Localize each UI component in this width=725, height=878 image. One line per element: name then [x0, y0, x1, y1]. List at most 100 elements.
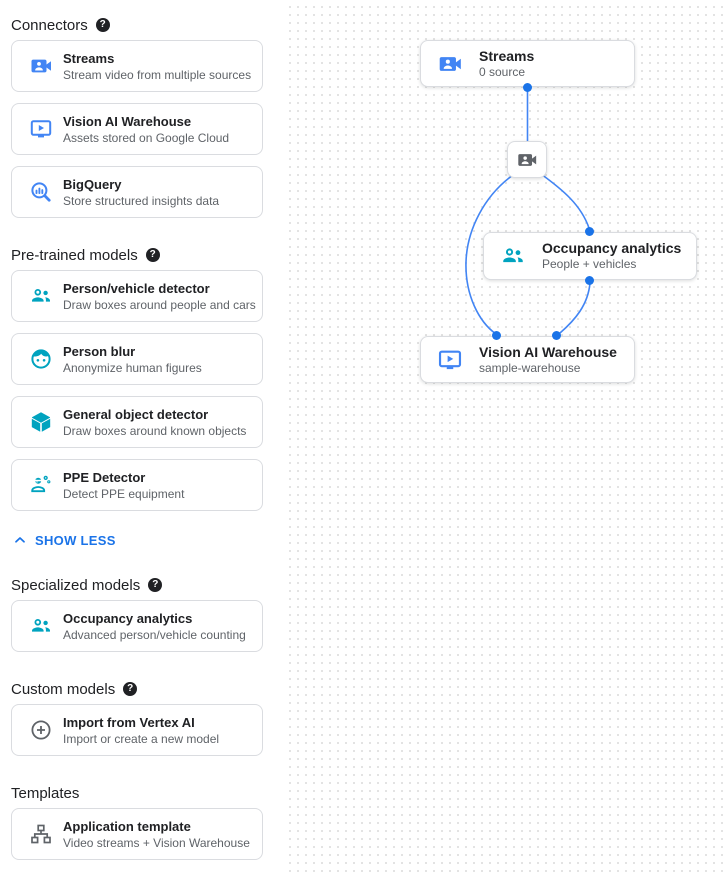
bigquery-icon — [31, 181, 51, 202]
card-occupancy-analytics[interactable]: Occupancy analytics Advanced person/vehi… — [11, 600, 263, 652]
card-subtitle: Video streams + Vision Warehouse — [63, 835, 250, 850]
card-title: Person/vehicle detector — [63, 280, 210, 296]
node-text: Occupancy analytics People + vehicles — [542, 240, 681, 272]
video-camera-icon — [31, 59, 51, 73]
card-title: Person blur — [63, 343, 136, 359]
port-warehouse-input-left[interactable] — [492, 331, 501, 340]
edge-camera-to-warehouse — [465, 174, 514, 335]
card-title: Streams — [63, 50, 115, 66]
card-application-template[interactable]: Application template Video streams + Vis… — [11, 808, 263, 860]
graph-edges — [465, 87, 591, 335]
card-subtitle: Draw boxes around people and cars — [63, 297, 256, 312]
card-text: Application template Video streams + Vis… — [63, 818, 250, 851]
node-subtitle: People + vehicles — [542, 257, 637, 271]
card-import-from-vertex-ai[interactable]: Import from Vertex AI Import or create a… — [11, 704, 263, 756]
cube-icon — [31, 412, 51, 432]
node-occupancy-analytics[interactable]: Occupancy analytics People + vehicles — [483, 232, 697, 280]
node-streams[interactable]: Streams 0 source — [420, 40, 635, 87]
card-title: Vision AI Warehouse — [63, 113, 192, 129]
ppe-person-icon — [31, 474, 52, 493]
card-subtitle: Assets stored on Google Cloud — [63, 130, 230, 145]
card-general-object-detector[interactable]: General object detector Draw boxes aroun… — [11, 396, 263, 448]
video-camera-icon — [439, 56, 461, 71]
port-warehouse-input-right[interactable] — [552, 331, 561, 340]
video-camera-icon — [518, 153, 537, 166]
section-specialized-models: Specialized models ? Occupancy analytics… — [11, 573, 263, 652]
card-text: BigQuery Store structured insights data — [63, 176, 219, 209]
pipeline-canvas[interactable]: Streams 0 source Occupancy analytics Peo… — [283, 0, 725, 878]
card-title: Application template — [63, 818, 191, 834]
card-subtitle: Draw boxes around known objects — [63, 423, 247, 438]
section-heading: Custom models ? — [11, 677, 263, 701]
face-icon — [31, 349, 51, 369]
section-heading: Templates — [11, 781, 263, 805]
card-subtitle: Advanced person/vehicle counting — [63, 627, 246, 642]
card-title: Import from Vertex AI — [63, 714, 195, 730]
card-ppe-detector[interactable]: PPE Detector Detect PPE equipment — [11, 459, 263, 511]
card-title: Occupancy analytics — [63, 610, 193, 626]
help-icon[interactable]: ? — [95, 18, 110, 32]
card-subtitle: Store structured insights data — [63, 193, 220, 208]
card-text: Person blur Anonymize human figures — [63, 343, 202, 376]
edge-occupancy-to-warehouse — [559, 282, 591, 334]
node-stream-source[interactable] — [507, 141, 547, 178]
card-title: BigQuery — [63, 176, 122, 192]
section-templates: Templates Application template Video str… — [11, 781, 263, 860]
component-palette-sidebar: Connectors ? Streams Stream video from m… — [0, 0, 283, 878]
card-streams[interactable]: Streams Stream video from multiple sourc… — [11, 40, 263, 92]
node-text: Streams 0 source — [479, 48, 534, 80]
section-pretrained-models: Pre-trained models ? Person/vehicle dete… — [11, 243, 263, 511]
node-text: Vision AI Warehouse sample-warehouse — [479, 344, 617, 376]
smart-display-icon — [438, 350, 462, 370]
port-occupancy-output[interactable] — [585, 276, 594, 285]
node-title: Occupancy analytics — [542, 240, 682, 256]
node-subtitle: 0 source — [479, 64, 526, 79]
section-title: Connectors — [11, 16, 88, 34]
show-less-label: SHOW LESS — [35, 532, 116, 548]
card-person-vehicle-detector[interactable]: Person/vehicle detector Draw boxes aroun… — [11, 270, 263, 322]
people-icon — [502, 248, 524, 264]
card-bigquery[interactable]: BigQuery Store structured insights data — [11, 166, 263, 218]
card-vision-ai-warehouse[interactable]: Vision AI Warehouse Assets stored on Goo… — [11, 103, 263, 155]
card-text: Occupancy analytics Advanced person/vehi… — [63, 610, 246, 643]
section-title: Specialized models — [11, 576, 141, 594]
smart-display-icon — [30, 120, 52, 139]
chevron-up-icon — [15, 537, 25, 543]
edge-camera-to-occupancy — [540, 173, 590, 229]
card-person-blur[interactable]: Person blur Anonymize human figures — [11, 333, 263, 385]
card-text: PPE Detector Detect PPE equipment — [63, 469, 184, 502]
card-title: PPE Detector — [63, 469, 146, 485]
card-subtitle: Stream video from multiple sources — [63, 67, 252, 82]
people-icon — [31, 288, 51, 303]
section-heading: Connectors ? — [11, 13, 263, 37]
plus-circle-icon — [31, 720, 51, 740]
help-icon[interactable]: ? — [148, 578, 163, 592]
port-occupancy-input[interactable] — [585, 227, 594, 236]
flow-tree-icon — [31, 824, 51, 844]
node-vision-ai-warehouse[interactable]: Vision AI Warehouse sample-warehouse — [420, 336, 635, 383]
node-title: Streams — [479, 47, 535, 64]
port-streams-output[interactable] — [523, 83, 532, 92]
card-subtitle: Anonymize human figures — [63, 360, 202, 375]
node-subtitle: sample-warehouse — [479, 360, 581, 375]
show-less-button[interactable]: SHOW LESS — [12, 532, 116, 548]
card-text: Person/vehicle detector Draw boxes aroun… — [63, 280, 256, 313]
card-subtitle: Detect PPE equipment — [63, 486, 185, 501]
node-title: Vision AI Warehouse — [479, 343, 617, 360]
help-icon[interactable]: ? — [123, 682, 138, 696]
section-heading: Pre-trained models ? — [11, 243, 263, 267]
section-heading: Specialized models ? — [11, 573, 263, 597]
card-text: Import from Vertex AI Import or create a… — [63, 714, 219, 747]
card-text: Streams Stream video from multiple sourc… — [63, 50, 251, 83]
card-subtitle: Import or create a new model — [63, 731, 220, 746]
section-custom-models: Custom models ? Import from Vertex AI Im… — [11, 677, 263, 756]
help-icon[interactable]: ? — [145, 248, 160, 262]
section-title: Templates — [11, 784, 80, 802]
section-connectors: Connectors ? Streams Stream video from m… — [11, 13, 263, 218]
card-text: General object detector Draw boxes aroun… — [63, 406, 246, 439]
card-title: General object detector — [63, 406, 209, 422]
card-text: Vision AI Warehouse Assets stored on Goo… — [63, 113, 229, 146]
section-title: Pre-trained models — [11, 246, 138, 264]
section-title: Custom models — [11, 680, 116, 698]
